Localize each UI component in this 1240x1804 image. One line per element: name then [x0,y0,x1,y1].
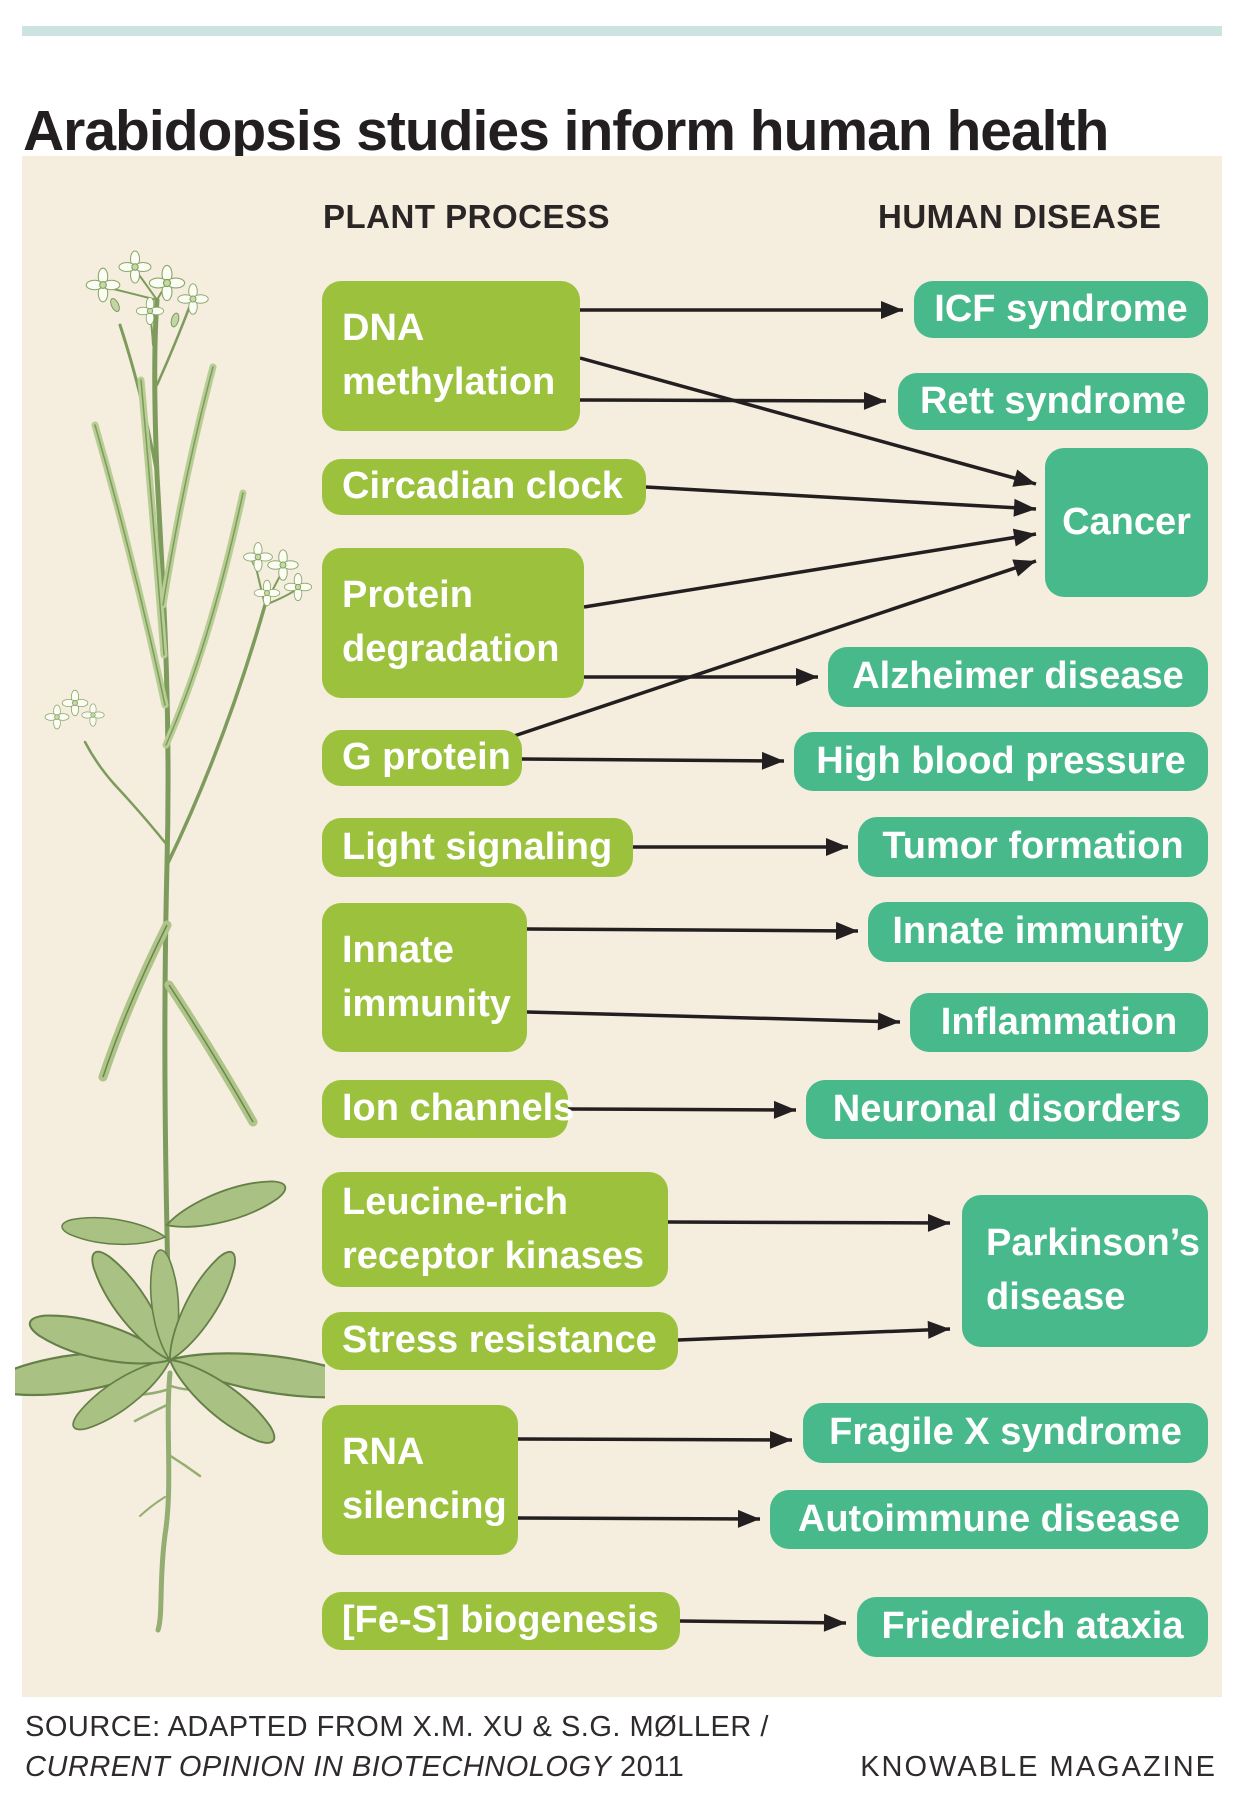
arrow-innate-immunity-plant-to-innate-immunity-disease [526,921,859,940]
arrow-rna-silencing-to-fragile-x-syndrome [517,1430,793,1449]
column-header-human-disease: HUMAN DISEASE [878,198,1162,235]
arrow-protein-degradation-to-cancer [583,528,1037,609]
arrow-g-protein-to-cancer [513,559,1037,738]
arrow-stress-resistance-to-parkinsons-disease [677,1320,951,1342]
source-year: 2011 [611,1751,685,1783]
top-accent-bar [22,26,1222,36]
arrow-circadian-clock-to-cancer [645,485,1037,517]
arrow-dna-methylation-to-cancer [579,356,1037,487]
arrow-fe-s-biogenesis-to-friedreich-ataxia [679,1613,847,1632]
arrow-leucine-rich-receptor-kinases-to-parkinsons-disease [667,1213,951,1232]
arrow-g-protein-to-high-blood-pressure [521,751,785,770]
source-journal: CURRENT OPINION IN BIOTECHNOLOGY [25,1751,612,1783]
arrow-ion-channels-to-neuronal-disorders [567,1100,797,1119]
arabidopsis-plant-illustration [15,250,325,1633]
arrow-innate-immunity-plant-to-inflammation [526,1010,901,1031]
page-title: Arabidopsis studies inform human health [23,99,1109,164]
publisher-credit: KNOWABLE MAGAZINE [860,1751,1217,1783]
column-header-plant-process: PLANT PROCESS [323,198,611,235]
source-attribution-line1: SOURCE: ADAPTED FROM X.M. XU & S.G. MØLL… [25,1711,769,1743]
source-attribution-line2: CURRENT OPINION IN BIOTECHNOLOGY 2011 [25,1751,684,1784]
arrow-rna-silencing-to-autoimmune-disease [517,1509,761,1528]
